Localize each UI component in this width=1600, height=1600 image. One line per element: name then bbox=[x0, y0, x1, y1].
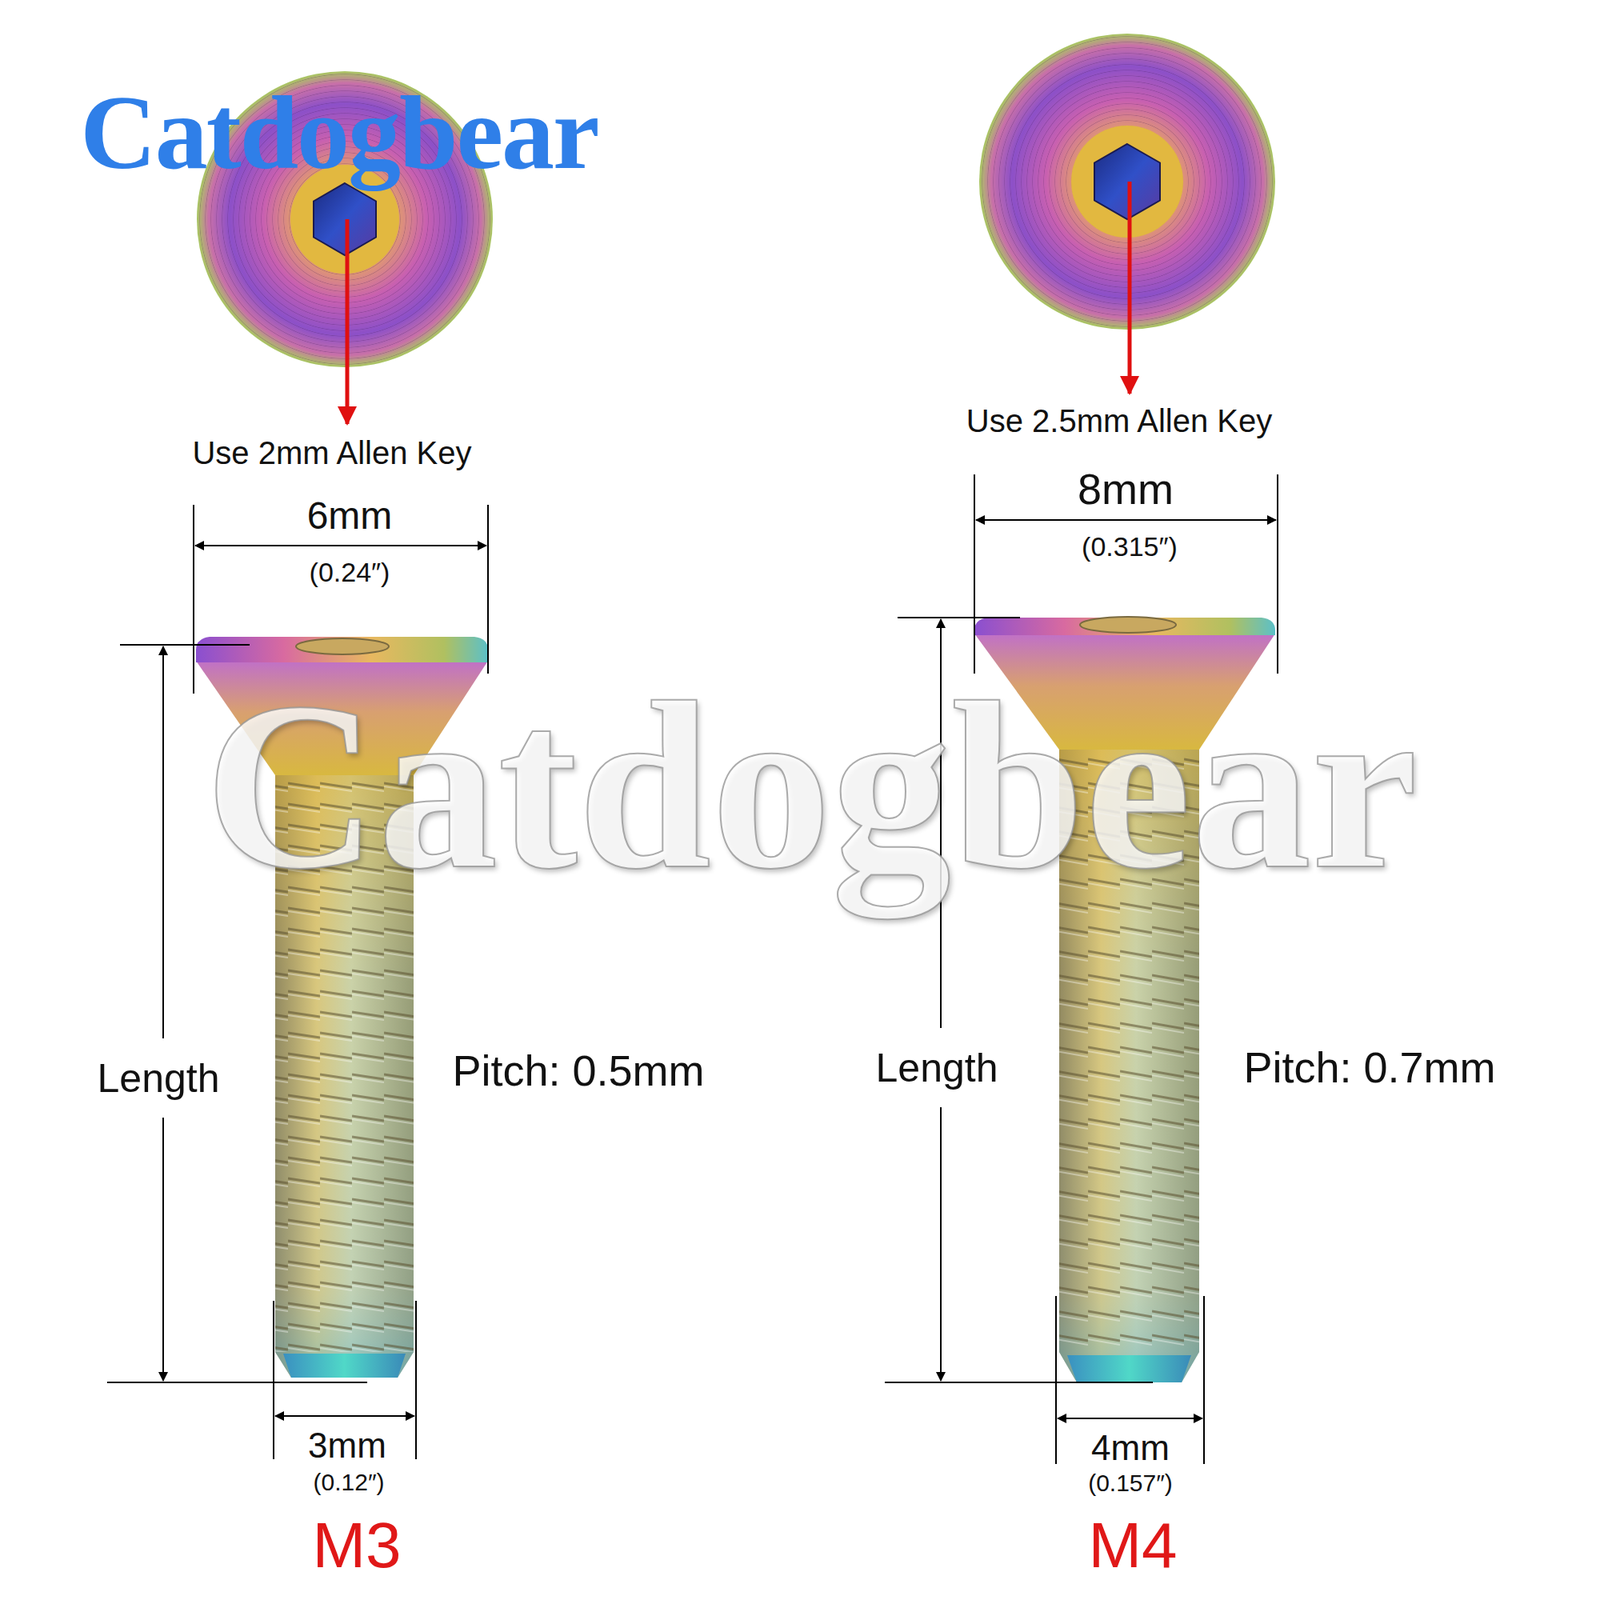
pointer-arrow bbox=[1128, 181, 1132, 394]
spec-text: Pitch: 0.5mm bbox=[452, 1047, 704, 1095]
note-text: Use 2mm Allen Key bbox=[192, 435, 472, 471]
dimension-value: 6mm bbox=[307, 495, 393, 538]
size-label: M3 bbox=[312, 1510, 401, 1581]
spec-text: Pitch: 0.7mm bbox=[1243, 1044, 1496, 1092]
dimension-value: (0.12″) bbox=[313, 1468, 385, 1496]
dimension-value: 3mm bbox=[308, 1426, 387, 1465]
dimension-label: Length bbox=[97, 1056, 220, 1101]
m4-top-view bbox=[979, 33, 1276, 330]
note-text: Use 2.5mm Allen Key bbox=[966, 403, 1272, 439]
watermark: Catdogbear bbox=[204, 653, 1419, 918]
brand-logo: Catdogbear bbox=[80, 74, 598, 191]
dimension-value: (0.157″) bbox=[1088, 1469, 1173, 1496]
dimension-value: (0.315″) bbox=[1081, 532, 1178, 562]
size-label: M4 bbox=[1088, 1510, 1177, 1581]
m4-dimension-lines bbox=[884, 474, 1278, 1464]
m3-dimension-lines bbox=[107, 504, 488, 1460]
pointer-arrow bbox=[345, 219, 350, 424]
dimension-label: Length bbox=[876, 1046, 999, 1091]
dimension-value: 8mm bbox=[1077, 465, 1174, 513]
dimension-value: (0.24″) bbox=[309, 557, 391, 588]
dimension-value: 4mm bbox=[1091, 1428, 1170, 1468]
